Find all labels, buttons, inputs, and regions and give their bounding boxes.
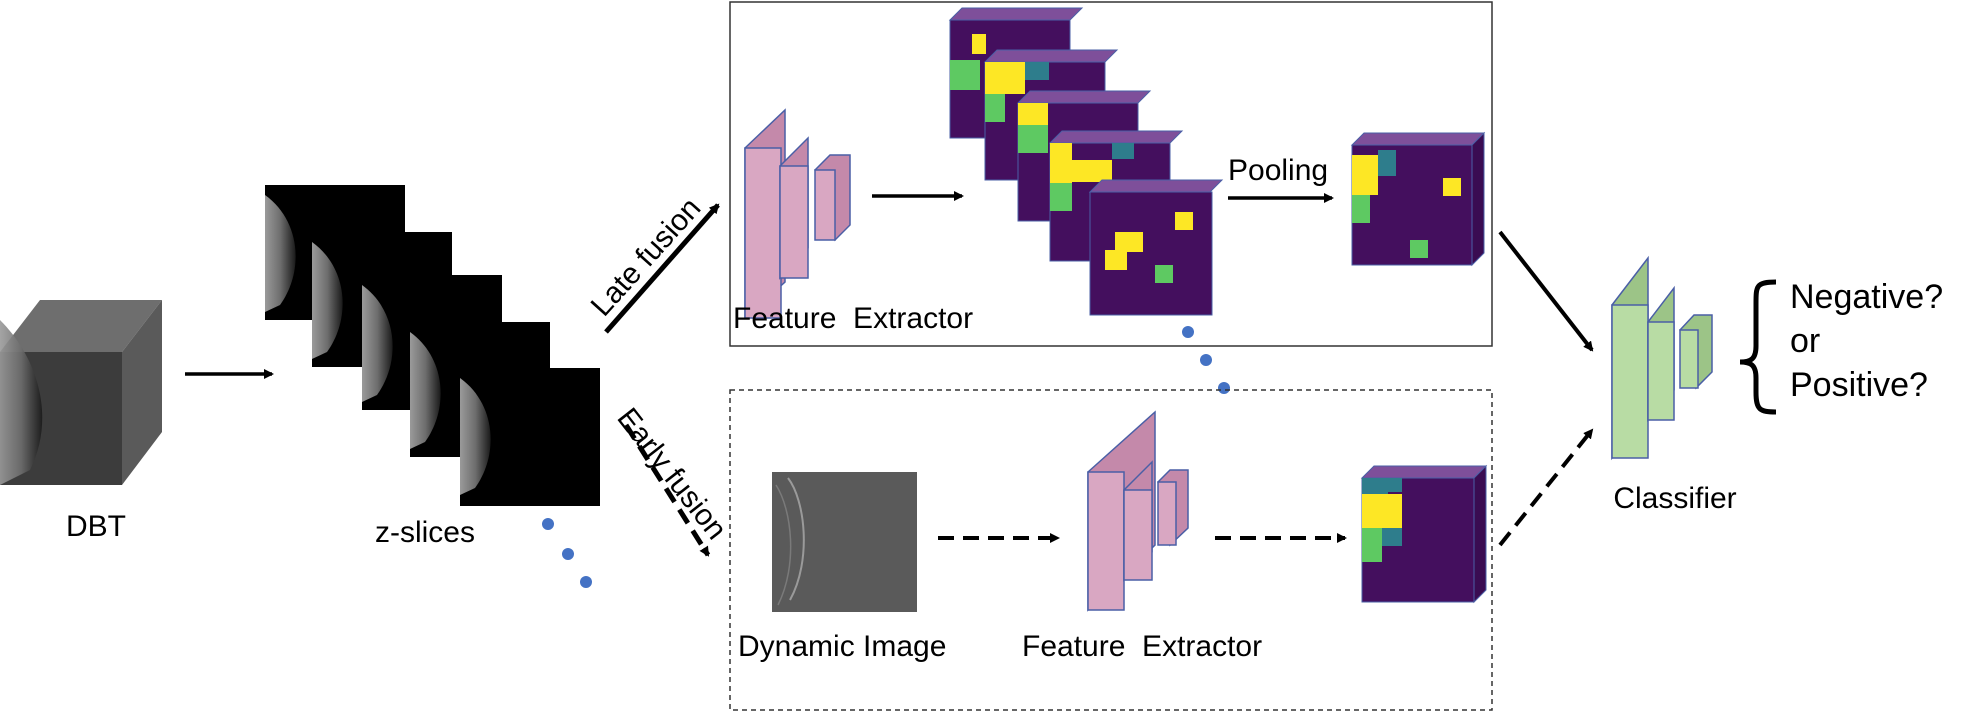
output-negative: Negative? xyxy=(1790,278,1943,316)
early-fusion-panel xyxy=(729,389,1493,711)
arrow-late-to-classifier xyxy=(1498,230,1594,352)
dbt-volume xyxy=(0,300,162,485)
output-or: or xyxy=(1790,322,1820,360)
early-fusion-label: Early fusion xyxy=(610,402,733,546)
z-slices-label: z-slices xyxy=(375,516,475,549)
output-brace xyxy=(1739,279,1777,415)
dynamic-image xyxy=(772,472,917,612)
arrow-late-fusion xyxy=(604,203,720,334)
ellipsis-dot xyxy=(1200,354,1212,366)
dynamic-image-label: Dynamic Image xyxy=(738,630,946,663)
feature-map xyxy=(1088,179,1224,316)
ellipsis-dot xyxy=(1218,382,1230,394)
classifier-network xyxy=(1611,255,1713,461)
ellipsis-dot xyxy=(1182,326,1194,338)
z-slice xyxy=(460,368,600,506)
feature-extractor-bottom-label: Feature Extractor xyxy=(1022,630,1262,663)
late-fusion-label: Late fusion xyxy=(585,192,708,323)
z-slices-stack xyxy=(265,185,600,506)
pooling-label: Pooling xyxy=(1228,154,1328,187)
feature-map-stack xyxy=(948,7,1224,316)
arrow-early-fusion xyxy=(623,423,711,557)
ellipsis-dot xyxy=(562,548,574,560)
ellipsis-dot xyxy=(580,576,592,588)
pooled-feature-map xyxy=(1350,131,1486,267)
output-positive: Positive? xyxy=(1790,366,1928,404)
arrow-early-to-classifier xyxy=(1498,428,1594,547)
early-fusion-feature-map xyxy=(1360,464,1488,604)
feature-extractor-top-label: Feature Extractor xyxy=(733,302,973,335)
feature-extractor-bottom xyxy=(1087,410,1189,612)
ellipsis-dot xyxy=(542,518,554,530)
late-fusion-panel xyxy=(729,1,1493,347)
classifier-label: Classifier xyxy=(1613,482,1736,515)
feature-extractor-top xyxy=(744,108,851,320)
dbt-label: DBT xyxy=(66,510,126,543)
